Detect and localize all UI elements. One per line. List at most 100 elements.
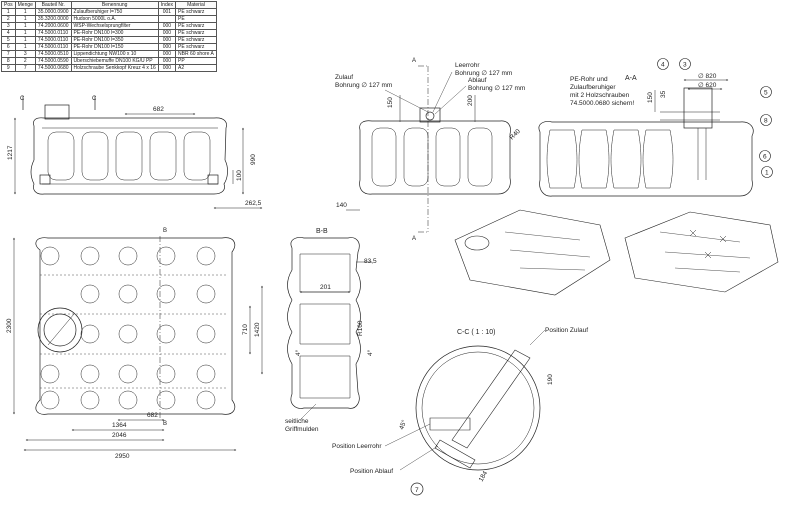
detail-cc-leader-empty [384,423,431,447]
section-bb-label-1: seitliche [285,418,309,425]
top-grid-circle [156,246,176,266]
dim-text-184: 184 [478,470,490,483]
top-grid-circle [80,284,100,304]
isometric-view-2 [624,211,779,293]
top-grid-circle [118,364,138,384]
tank-outline-front [30,117,228,195]
dim-text-d620: ∅ 620 [698,82,717,89]
dim-text-100: 100 [236,170,243,181]
section-aa-calmed-inlet [697,128,707,180]
dim-text-r160: R160 [357,320,364,336]
detail-cc-inlet-pipe [451,349,531,449]
section-aa-cell [546,129,578,189]
dim-text-2950: 2950 [115,453,130,460]
dim-text-2300: 2300 [6,318,13,333]
front-cell [47,131,75,181]
dim-text-710: 710 [242,324,249,335]
top-grid-circle [156,364,176,384]
top-view-grid [40,246,228,410]
side-view-cells [371,127,493,187]
top-grid-circle [80,324,100,344]
section-aa-note-2: Zulaufberuhiger [570,84,616,91]
dim-text-990: 990 [250,154,257,165]
section-cut-line-c [22,96,96,110]
tank-outline-section-aa [538,121,754,197]
section-bb-title: B-B [316,228,328,235]
detail-cc-title: C-C ( 1 : 10) [457,329,496,336]
side-cell [467,127,493,187]
dim-text-1364: 1364 [112,422,127,429]
section-bb-chambers [299,253,351,399]
tank-outline-side [359,120,511,195]
parts-table-cell: A2 [175,64,217,72]
dim-text-spacing: 682 [153,106,164,113]
top-filter-dome [37,307,83,353]
top-grid-circle [118,324,138,344]
side-outlet-label-2: Bohrung ∅ 127 mm [468,85,525,92]
filter-dome [44,104,70,120]
dim-text-1420: 1420 [254,322,261,337]
top-view-section-letter-bottom: B [163,421,167,427]
front-view-cells [47,131,211,181]
side-filter-dome [419,107,441,123]
balloon-circle [760,86,772,98]
section-aa-balloons: 4 35 8 6 1 [657,58,773,178]
top-grid-circle [40,246,60,266]
dim-text-angle-2: 4° [366,349,374,356]
side-inlet-bore [425,111,435,121]
section-aa-balloon: 8 [760,114,772,126]
top-grid-circle [80,364,100,384]
balloon-circle [679,58,691,70]
section-aa-balloon: 4 [657,58,669,70]
top-view: B B 2300 710 1420 682 1364 2046 2950 [6,228,263,460]
front-view-section-letter-right: C [92,96,97,102]
side-outlet-label-1: Ablauf [468,77,487,84]
parts-list-table: Pos Menge Bauteil Nr. Benennung Index Ma… [1,1,217,72]
detail-cc-pos-outlet: Position Ablauf [350,468,393,475]
top-grid-circle [118,246,138,266]
dim-text-height: 1217 [7,145,14,160]
section-aa-cell [610,129,642,189]
section-aa-note-1: PE-Rohr und [570,76,608,83]
balloon-circle [657,58,669,70]
detail-cc-leader-outlet [399,445,439,471]
section-aa-cell [578,129,610,189]
balloon-circle [761,166,773,178]
detail-cc-empty-pipe [429,417,471,431]
section-aa-note-4: 74.5000.0680 sichern! [570,100,635,107]
dim-text-aa-35: 35 [660,90,667,98]
balloon-number: 1 [765,170,769,177]
tank-outline-top [35,237,236,415]
dim-text-aa-150: 150 [647,92,654,103]
side-empty-pipe-label-1: Leerrohr [455,62,480,69]
detail-cc-dome-circle [415,345,541,471]
parts-table-cell: 7 [14,64,36,72]
dim-text-side-150: 150 [387,97,394,108]
detail-cc-leader-inlet [529,329,546,346]
top-view-section-letter-top: B [163,228,167,234]
parts-table-header-row: Pos Menge Bauteil Nr. Benennung Index Ma… [1,1,217,9]
top-grid-circle [196,324,216,344]
side-empty-pipe-label-2: Bohrung ∅ 127 mm [455,70,512,77]
detail-c-c: C-C ( 1 : 10) Position Zulauf Position L… [332,327,588,496]
section-aa-balloon: 6 [759,150,771,162]
top-grid-circle [196,364,216,384]
detail-cc-dome-inner [421,351,535,465]
section-b-b: B-B 83,5 201 R160 4° 4° seitliche Griffm… [285,228,377,433]
section-bb-label-2: Griffmulden [285,426,319,433]
top-grid-circle [156,324,176,344]
iso-2-ribs [659,231,751,273]
top-grid-circle [196,246,216,266]
iso-1-ribs [504,231,591,271]
front-view-section-letter-left: C [20,96,25,102]
tank-ribs-front [42,127,218,185]
side-view-section-letter-top: A [412,58,416,64]
front-inlet-socket [207,174,219,185]
balloon-number: 6 [763,154,767,161]
iso-1-outline [454,209,611,296]
top-grid-circle [40,390,60,410]
top-grid-circle [196,390,216,410]
side-view-section-letter-bottom: A [412,236,416,242]
